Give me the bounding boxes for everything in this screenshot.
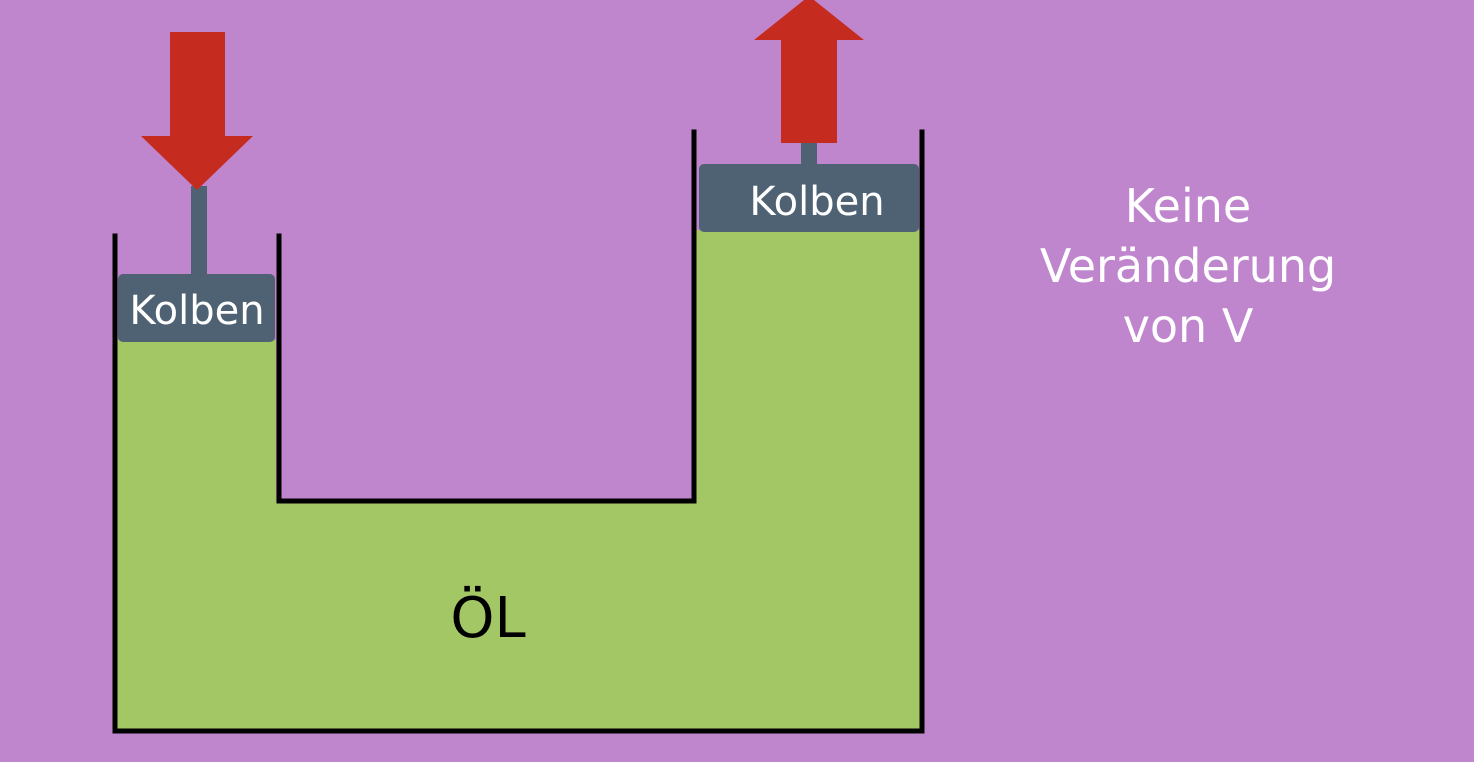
right-piston-assembly: Kolben bbox=[699, 0, 919, 232]
right-piston-label: Kolben bbox=[749, 179, 884, 225]
container-walls bbox=[112, 129, 925, 734]
inner-u-wall bbox=[276, 129, 697, 504]
left-outer-wall bbox=[112, 129, 925, 734]
caption: Keine Veränderung von V bbox=[1010, 176, 1366, 356]
caption-line-3: von V bbox=[1122, 299, 1254, 353]
caption-line-2: Veränderung bbox=[1039, 239, 1337, 293]
left-piston-assembly: Kolben bbox=[118, 32, 275, 342]
caption-line-1: Keine bbox=[1124, 179, 1252, 233]
arrow-up-icon bbox=[754, 0, 864, 143]
left-piston-label: Kolben bbox=[129, 288, 264, 334]
left-piston bbox=[118, 274, 275, 342]
right-piston-rod bbox=[801, 140, 817, 168]
oil-fluid bbox=[117, 230, 920, 730]
fluid-label: ÖL bbox=[450, 586, 525, 651]
left-piston-rod bbox=[191, 186, 207, 276]
arrow-down-icon bbox=[141, 32, 253, 190]
right-piston bbox=[699, 164, 919, 232]
